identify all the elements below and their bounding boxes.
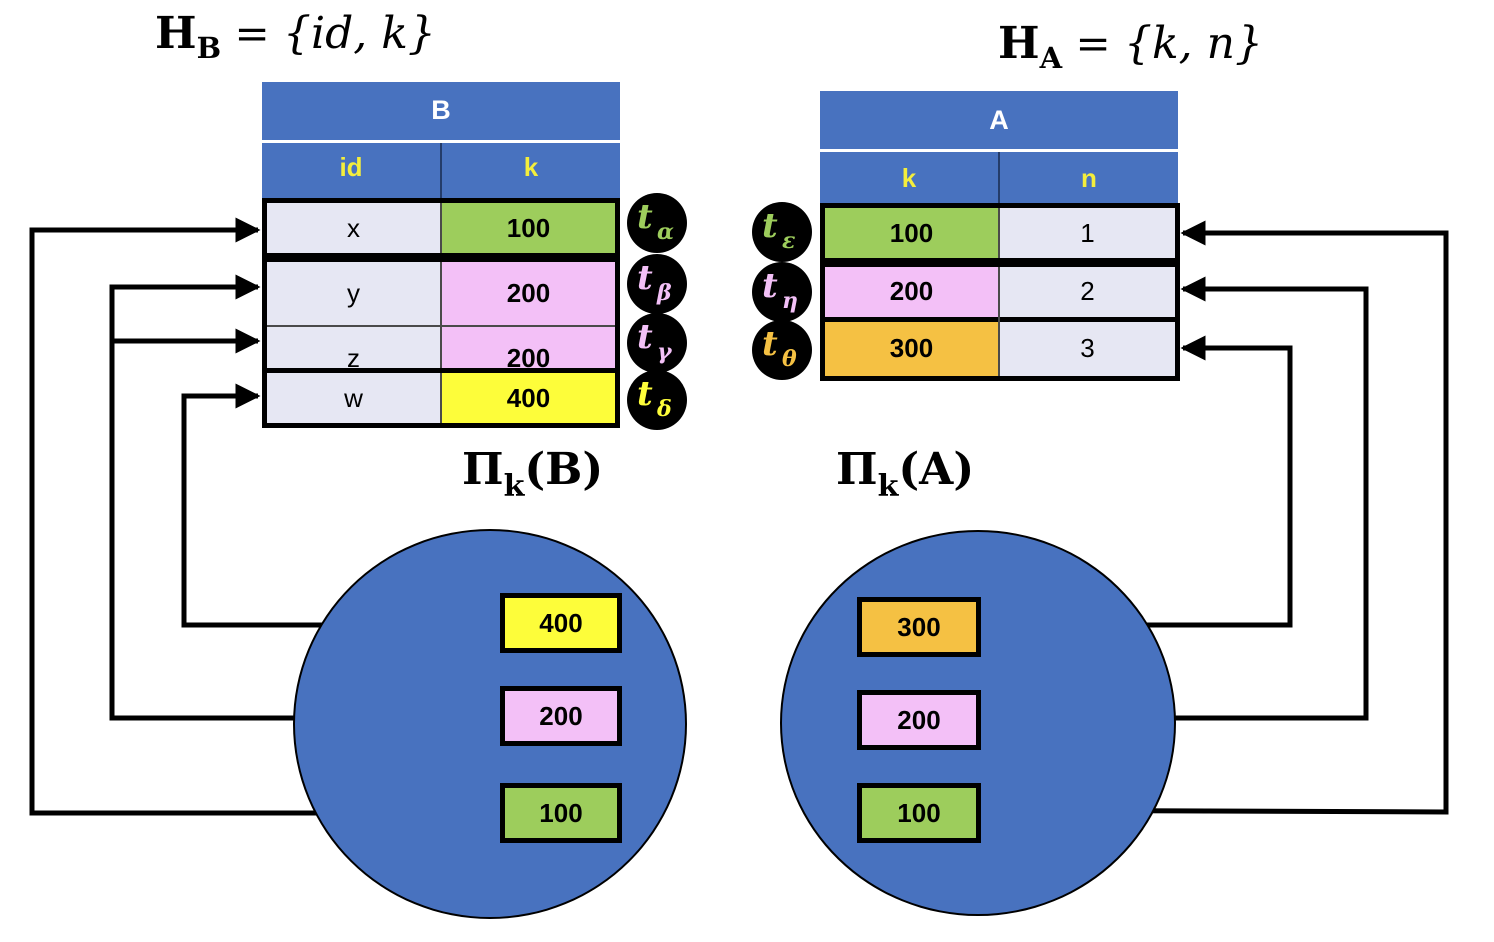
table-b-row: x 100	[262, 198, 620, 258]
table-b-cell-id: w	[267, 373, 442, 423]
heading-a-h: H	[998, 18, 1040, 69]
table-a-cell-n: 1	[1000, 208, 1175, 258]
tuple-badge-sub: η	[782, 288, 798, 314]
set-a-value: 100	[857, 783, 981, 843]
tuple-badge-t: t	[762, 206, 778, 246]
arrow-a-100-to-row1	[975, 220, 1449, 815]
table-b-cell-id-y: y	[267, 262, 440, 327]
table-b-row: y z 200 200	[262, 257, 620, 396]
table-a-header: A k n	[820, 91, 1178, 207]
tuple-badge-sub: δ	[657, 396, 672, 422]
projection-set-b	[293, 529, 687, 919]
table-b-header-divider	[262, 140, 620, 143]
table-a-column-k: k	[901, 163, 917, 193]
tuple-badge-t: t	[637, 258, 653, 298]
table-a-row: 100 1	[820, 203, 1180, 263]
tuple-badge-t: t	[637, 374, 653, 414]
projection-label-b: Πk(B)	[462, 444, 603, 504]
tuple-badge-sub: α	[657, 219, 674, 245]
heading-b-equals: =	[221, 9, 283, 58]
set-b-value: 400	[500, 593, 622, 653]
table-a-row: 200 300 2 3	[820, 262, 1180, 381]
table-b-cell-k: 400	[442, 373, 615, 423]
table-a-cell-k-row2: 200	[825, 267, 998, 322]
tuple-badge-t: t	[637, 197, 653, 237]
table-a-name: A	[989, 105, 1009, 135]
table-a-cell-n-row2: 2	[1000, 267, 1175, 322]
table-a-cell-k: 100	[825, 208, 1000, 258]
table-a-cell-k-row3: 300	[825, 321, 998, 376]
table-b-row: w 400	[262, 368, 620, 428]
set-b-value: 100	[500, 783, 622, 843]
table-b-header: B id k	[262, 82, 620, 198]
table-a-cell-n: 2 3	[1000, 267, 1175, 376]
tuple-badge-t: t	[637, 317, 653, 357]
heading-a-set: {k, n}	[1124, 18, 1263, 69]
table-a-column-divider	[998, 152, 1000, 207]
projection-b-arg: (B)	[524, 444, 604, 495]
table-b-column-k: k	[523, 152, 539, 182]
table-b-column-divider	[440, 143, 442, 198]
table-b-cell-id: x	[267, 203, 442, 253]
projection-b-pi: Π	[462, 444, 504, 495]
table-b-column-id: id	[339, 152, 363, 182]
projection-a-subscript: k	[877, 469, 899, 504]
heading-a: HA = {k, n}	[998, 18, 1263, 75]
projection-a-pi: Π	[836, 444, 878, 495]
projection-a-arg: (A)	[898, 444, 975, 495]
tuple-badge-t: t	[762, 266, 778, 306]
table-b-cell-k-y: 200	[442, 262, 615, 327]
table-a-column-n: n	[1081, 163, 1097, 193]
tuple-badge-sub: θ	[782, 346, 797, 372]
table-a-cell-n-row3: 3	[1000, 321, 1175, 376]
arrow-b-100-to-x	[29, 217, 503, 816]
tuple-badge-sub: γ	[657, 339, 672, 365]
table-a-header-divider	[820, 149, 1178, 152]
table-b-name: B	[431, 95, 451, 125]
tuple-badge-sub: β	[657, 280, 672, 306]
set-b-value: 200	[500, 686, 622, 746]
table-b: B id k x 100 y z 200 200 w 400	[262, 82, 620, 428]
tuple-badge-sub: ε	[782, 228, 796, 254]
tuple-badge-t: t	[762, 324, 778, 364]
heading-a-equals: =	[1062, 19, 1124, 68]
table-b-cell-k: 100	[442, 203, 615, 253]
heading-a-subscript: A	[1039, 41, 1063, 75]
table-a-cell-k: 200 300	[825, 267, 1000, 376]
projection-b-subscript: k	[503, 469, 525, 504]
set-a-value: 300	[857, 597, 981, 657]
heading-b-subscript: B	[196, 31, 222, 65]
heading-b: HB = {id, k}	[155, 8, 436, 65]
set-a-value: 200	[857, 690, 981, 750]
heading-b-set: {id, k}	[283, 8, 436, 59]
projection-label-a: Πk(A)	[836, 444, 974, 504]
table-a: A k n 100 1 200 300 2 3	[820, 91, 1180, 381]
heading-b-h: H	[155, 8, 197, 59]
